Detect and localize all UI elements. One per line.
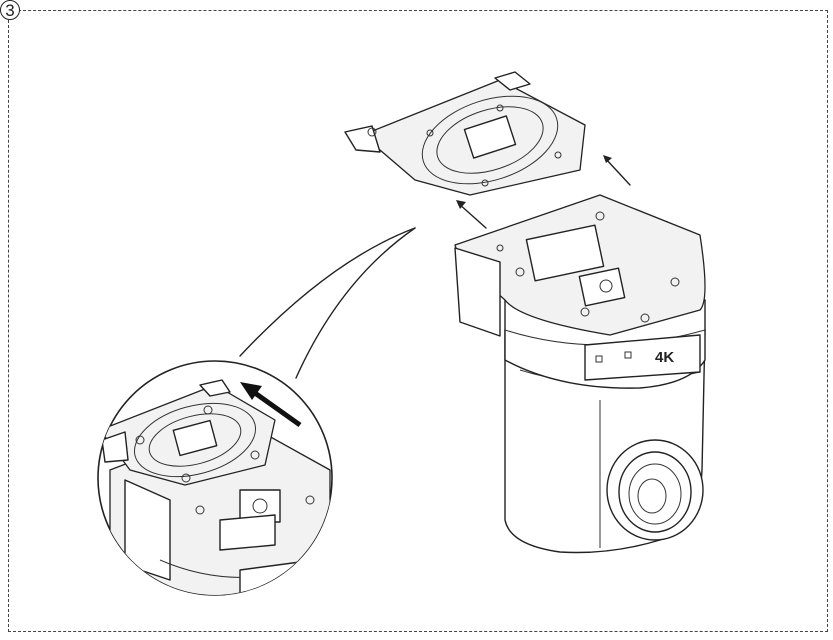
camera-brand-logo: 4K	[655, 349, 674, 366]
callout-line	[295, 227, 416, 379]
camera-side-bracket	[454, 247, 501, 337]
callout-line	[239, 227, 416, 357]
mounting-bracket-plate	[344, 71, 586, 196]
mount-direction-arrows	[456, 155, 631, 229]
ptz-camera: 4K	[454, 194, 706, 554]
screw-holes	[496, 211, 680, 323]
figure-frame	[8, 10, 828, 632]
camera-lens	[606, 439, 704, 541]
detail-magnifier-circle	[97, 360, 333, 596]
step-number-badge: 3	[0, 0, 20, 20]
